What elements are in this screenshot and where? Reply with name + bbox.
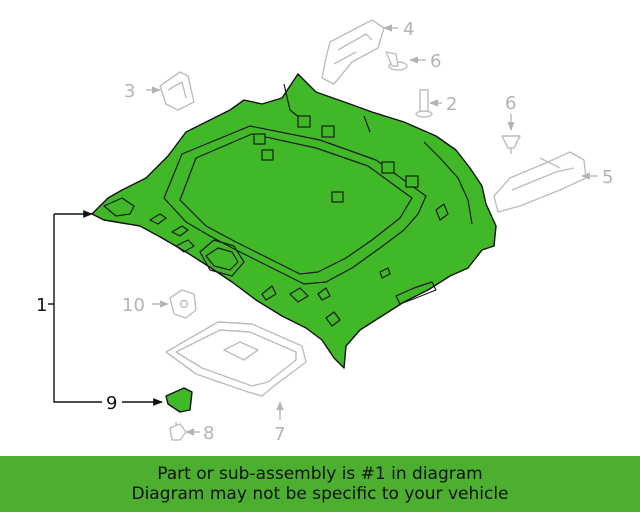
callout-5: 5 [602, 167, 613, 188]
callout-1: 1 [36, 295, 47, 316]
callout-9: 9 [106, 393, 117, 414]
callout-6-right: 6 [505, 93, 516, 114]
banner-line-1: Part or sub-assembly is #1 in diagram [157, 464, 483, 484]
callout-6-upper: 6 [430, 51, 441, 72]
part-3-bracket [159, 71, 195, 111]
part-6-clip-right [501, 135, 521, 154]
part-2-pin [415, 89, 433, 118]
callout-10: 10 [122, 295, 145, 316]
part-7-sun-visor [165, 321, 307, 397]
part-4-bracket [321, 19, 385, 85]
callout-7: 7 [274, 424, 285, 445]
callout-4: 4 [403, 19, 414, 40]
banner-line-2: Diagram may not be specific to your vehi… [131, 484, 509, 504]
part-6-clip-upper [385, 51, 408, 71]
leader-1-bracket [53, 214, 102, 403]
part-1-headliner [91, 73, 497, 369]
callout-8: 8 [203, 423, 214, 444]
parts-diagram: 4 6 2 3 6 5 [36, 19, 613, 445]
part-5-bracket [493, 151, 587, 213]
info-banner: Part or sub-assembly is #1 in diagram Di… [0, 456, 640, 512]
part-9-cover [165, 387, 193, 413]
part-10-bracket [169, 289, 197, 319]
callout-2: 2 [446, 94, 457, 115]
callout-3: 3 [124, 81, 135, 102]
part-8-clip [169, 422, 187, 441]
